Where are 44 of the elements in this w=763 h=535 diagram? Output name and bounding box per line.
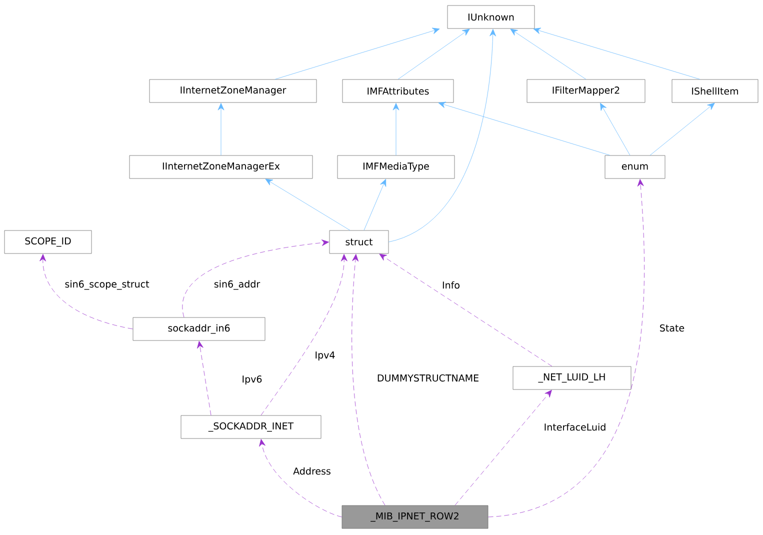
arrow <box>533 28 700 80</box>
edge-label: Ipv4 <box>314 350 336 362</box>
arrow <box>438 102 610 156</box>
edge-label: sin6_scope_struct <box>64 279 150 291</box>
edge-label: State <box>658 323 686 333</box>
arrow <box>265 178 350 230</box>
arrow <box>488 179 644 518</box>
arrow <box>182 240 329 318</box>
class-box: IFilterMapper2 <box>526 79 646 103</box>
arrow <box>352 254 386 506</box>
arrow <box>388 29 496 242</box>
class-box: struct <box>329 230 389 254</box>
class-box: IMFMediaType <box>337 155 455 179</box>
arrow <box>274 28 440 80</box>
class-box: _MIB_IPNET_ROW2 <box>342 505 488 529</box>
arrow <box>260 254 348 416</box>
class-box: IInternetZoneManager <box>149 79 317 103</box>
arrow <box>600 102 630 156</box>
edge-label: sin6_addr <box>212 279 262 291</box>
class-box: IUnknown <box>447 5 535 29</box>
class-box: IMFAttributes <box>342 79 454 103</box>
class-box: SCOPE_ID <box>4 230 92 254</box>
arrow <box>259 438 342 518</box>
edge-label: Ipv6 <box>240 374 264 386</box>
class-box: IInternetZoneManagerEx <box>129 155 313 179</box>
arrow <box>379 254 552 366</box>
class-box: sockaddr_in6 <box>132 317 266 341</box>
arrow <box>650 102 715 156</box>
arrow <box>398 28 470 80</box>
class-box: enum <box>604 155 666 179</box>
class-box: _NET_LUID_LH <box>512 366 632 390</box>
class-box: _SOCKADDR_INET <box>180 415 322 439</box>
arrow <box>40 254 133 330</box>
class-box: IShellItem <box>672 79 758 103</box>
edge-label: DUMMYSTRUCTNAME <box>376 373 480 383</box>
arrow <box>392 103 400 156</box>
arrow <box>364 178 386 230</box>
arrow <box>510 28 586 80</box>
arrow <box>197 340 212 416</box>
edge-label: Info <box>441 280 461 290</box>
arrow <box>454 390 552 506</box>
arrow <box>218 103 224 156</box>
edge-label: InterfaceLuid <box>542 422 608 432</box>
edge-label: Address <box>292 466 332 476</box>
